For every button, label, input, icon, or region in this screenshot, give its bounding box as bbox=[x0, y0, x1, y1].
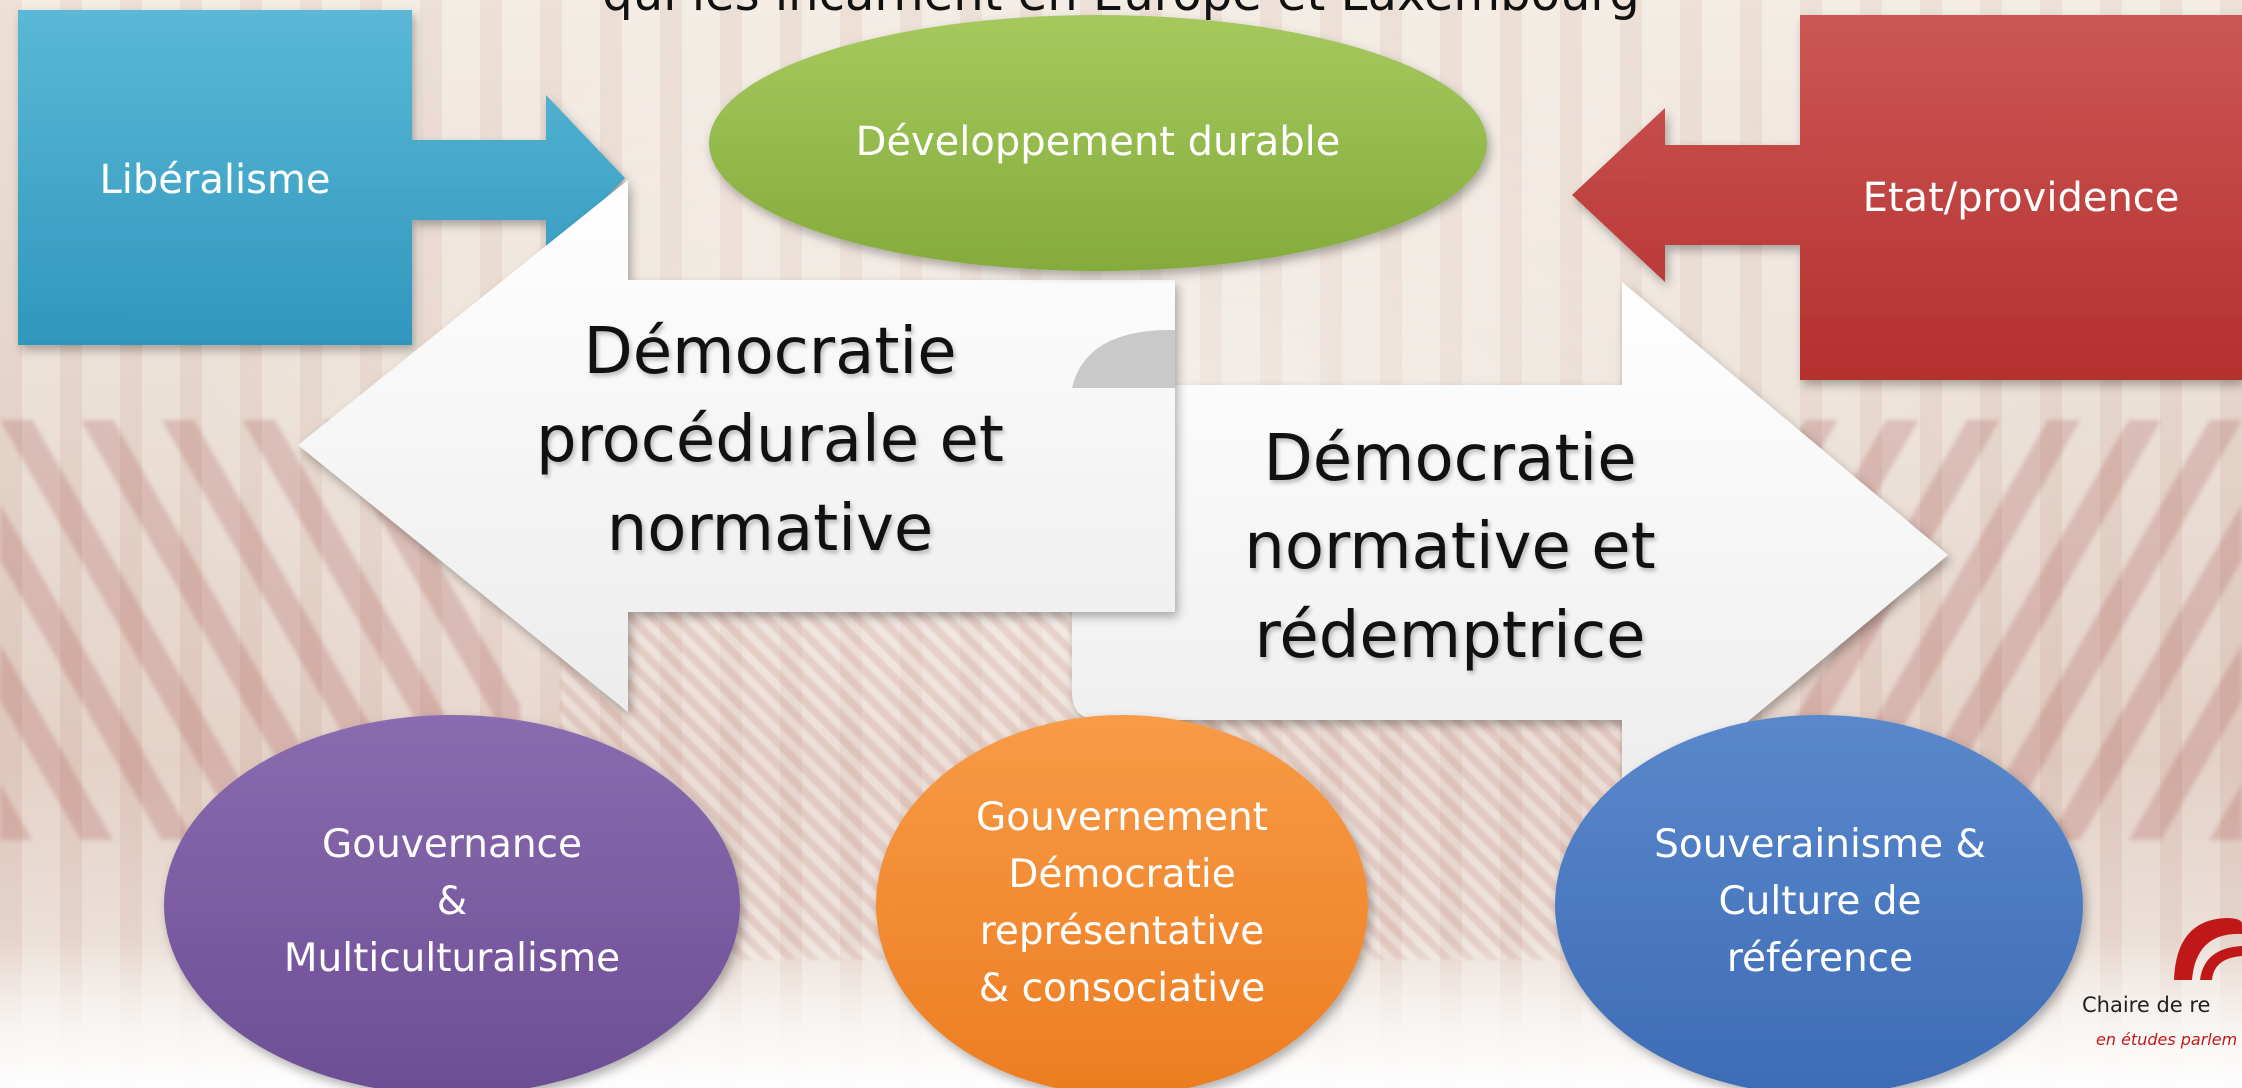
gouvernement-line-1: Gouvernement bbox=[976, 795, 1268, 840]
gouvernement-line-4: & consociative bbox=[978, 965, 1266, 1011]
liberalisme-arrow-shape bbox=[18, 10, 625, 345]
gouvernement-line-2: Démocratie bbox=[1008, 851, 1236, 897]
developpement-durable-ellipse bbox=[709, 15, 1487, 271]
gouvernement-line-3: représentative bbox=[979, 908, 1265, 954]
democratie-redemptrice-line-3: rédemptrice bbox=[1254, 598, 1646, 673]
gouvernement-ellipse bbox=[876, 715, 1368, 1088]
democratie-redemptrice-label: Démocratie normative et rédemptrice bbox=[1140, 415, 1760, 680]
gouvernance-line-2: & bbox=[436, 878, 468, 924]
democratie-procedurale-label: Démocratie procédurale et normative bbox=[470, 308, 1070, 573]
gouvernance-label: Gouvernance & Multiculturalisme bbox=[192, 817, 712, 988]
democratie-procedurale-line-3: normative bbox=[606, 491, 934, 566]
democratie-procedurale-line-1: Démocratie bbox=[583, 315, 957, 389]
etat-providence-label: Etat/providence bbox=[1862, 175, 2180, 221]
gouvernance-line-3: Multiculturalisme bbox=[283, 935, 621, 981]
slide-title: qui les incarnent en Europe et Luxembour… bbox=[0, 0, 2242, 22]
souverainisme-line-1: Souverainisme & bbox=[1654, 822, 1986, 867]
souverainisme-label: Souverainisme & Culture de référence bbox=[1580, 817, 2060, 988]
logo-name: Chaire de re bbox=[2082, 993, 2211, 1017]
developpement-durable-label: Développement durable bbox=[855, 119, 1341, 165]
gouvernance-ellipse bbox=[164, 715, 740, 1088]
gouvernement-label: Gouvernement Démocratie représentative &… bbox=[922, 790, 1322, 1018]
left-white-arrow-shape bbox=[298, 180, 1175, 712]
logo-subtitle: en études parlem bbox=[2096, 1030, 2238, 1049]
liberalisme-label: Libéralisme bbox=[99, 157, 331, 203]
arrow-fold-shape bbox=[1072, 330, 1175, 388]
souverainisme-ellipse bbox=[1555, 715, 2083, 1088]
chaire-logo-icon bbox=[2174, 918, 2242, 980]
etat-providence-arrow-shape bbox=[1572, 15, 2242, 380]
souverainisme-line-3: référence bbox=[1726, 935, 1914, 981]
souverainisme-line-2: Culture de bbox=[1718, 878, 1922, 924]
democratie-redemptrice-line-1: Démocratie bbox=[1263, 422, 1637, 496]
right-white-arrow-shape bbox=[1072, 282, 1948, 826]
democratie-procedurale-line-2: procédurale et bbox=[536, 403, 1004, 478]
democratie-redemptrice-line-2: normative et bbox=[1244, 510, 1656, 585]
gouvernance-line-1: Gouvernance bbox=[322, 822, 582, 867]
